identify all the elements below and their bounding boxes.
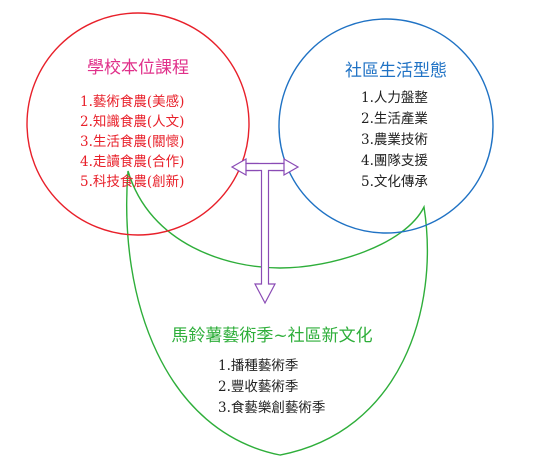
right-item: 3.農業技術 — [361, 132, 428, 148]
right-item: 4.團隊支援 — [361, 153, 428, 169]
bottom-item: 2.豐收藝術季 — [218, 379, 298, 395]
right-item: 5.文化傳承 — [361, 174, 428, 190]
right-circle-title: 社區生活型態 — [345, 61, 447, 81]
bottom-shape-title: 馬鈴薯藝術季~社區新文化 — [171, 326, 372, 346]
bottom-shape-list: 1.播種藝術季 2.豐收藝術季 3.食藝樂創藝術季 — [218, 358, 325, 416]
connector-arrows — [230, 157, 300, 305]
left-item: 3.生活食農(關懷) — [80, 133, 184, 150]
left-item: 1.藝術食農(美感) — [80, 93, 184, 110]
left-item: 4.走讀食農(合作) — [80, 153, 184, 170]
bottom-bowl-shape — [126, 170, 428, 456]
right-circle-list: 1.人力盤整 2.生活產業 3.農業技術 4.團隊支援 5.文化傳承 — [361, 90, 428, 190]
left-item: 5.科技食農(創新) — [80, 173, 184, 190]
right-item: 2.生活產業 — [361, 110, 428, 127]
left-circle-title: 學校本位課程 — [87, 58, 189, 78]
arrow-down-icon — [245, 162, 285, 305]
left-circle-list: 1.藝術食農(美感) 2.知識食農(人文) 3.生活食農(關懷) 4.走讀食農(… — [80, 93, 184, 190]
left-item: 2.知識食農(人文) — [80, 113, 184, 130]
right-item: 1.人力盤整 — [361, 90, 428, 106]
bottom-item: 3.食藝樂創藝術季 — [218, 399, 325, 416]
left-circle — [26, 12, 250, 236]
bottom-item: 1.播種藝術季 — [218, 358, 298, 374]
right-circle — [278, 18, 494, 234]
